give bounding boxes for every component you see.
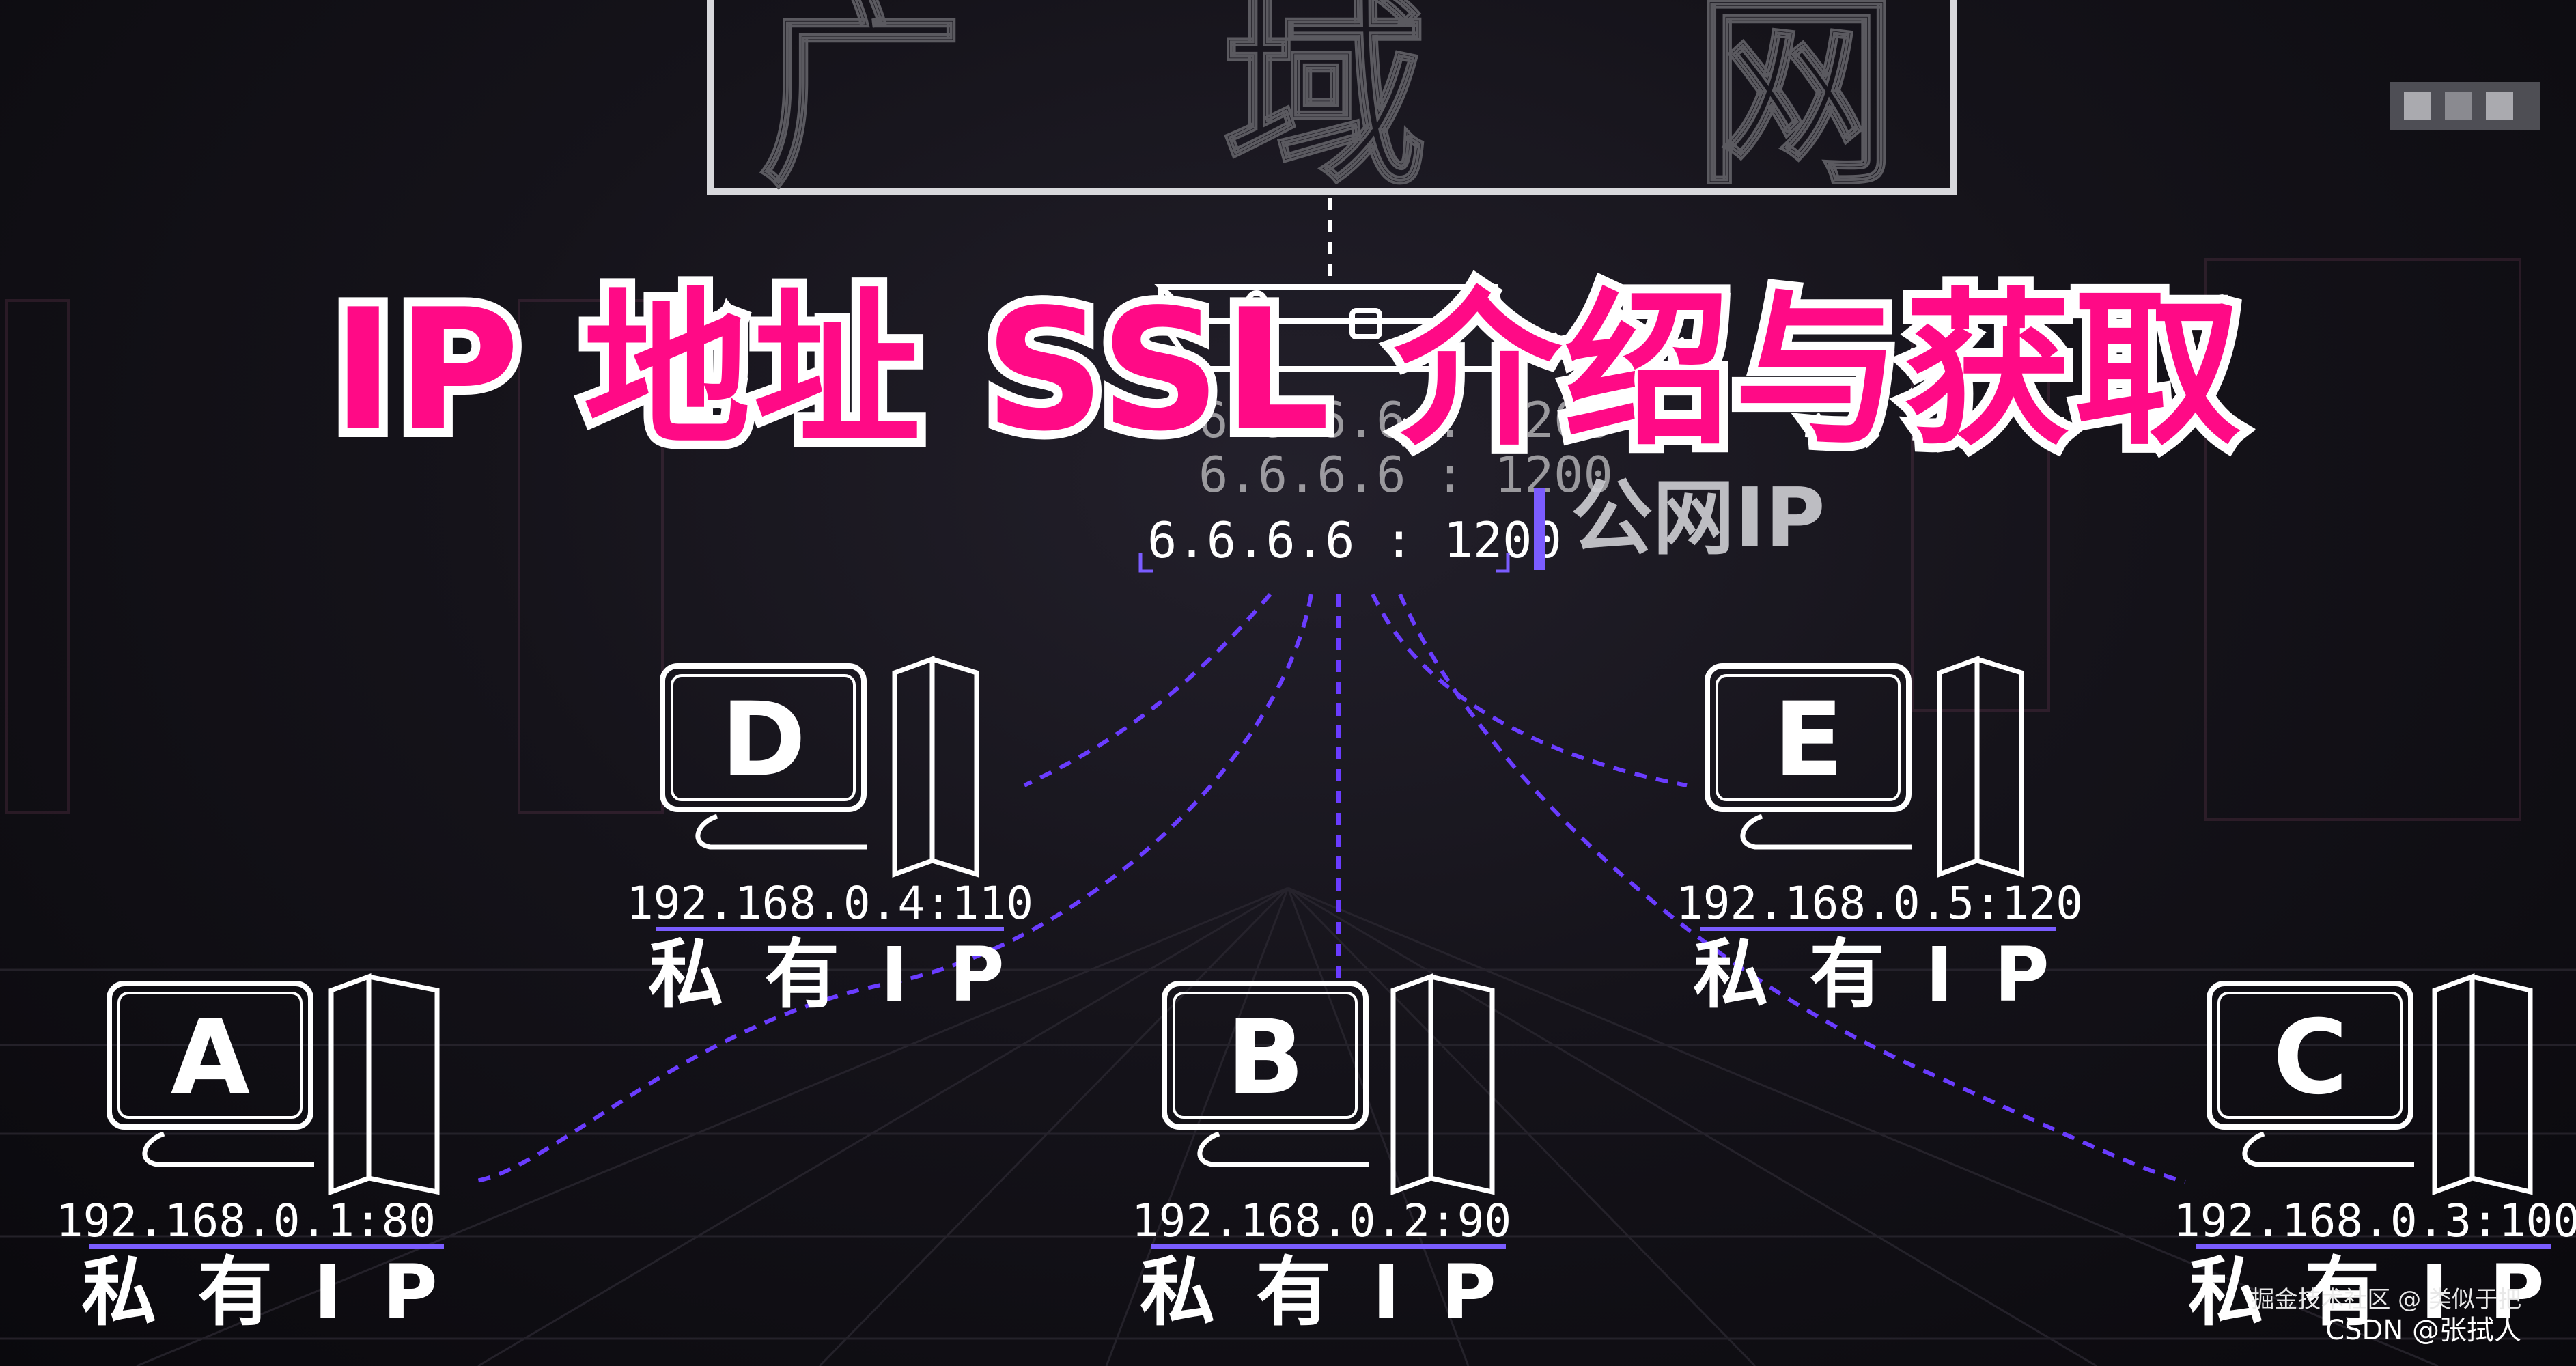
top-frame-char-2: 域 <box>1222 0 1427 212</box>
computer-ip-e: 192.168.0.5:120 <box>1676 877 2083 930</box>
blurred-logo <box>2390 82 2540 130</box>
computer-ip-d: 192.168.0.4:110 <box>626 877 1033 930</box>
floor-grid <box>0 887 2576 1366</box>
background-big-characters <box>5 258 2521 821</box>
router-ip: 6.6.6.6 : 1200 <box>1147 512 1562 569</box>
top-frame-char-3: 网 <box>1694 0 1899 212</box>
computer-label-e: 私有IP <box>1693 931 2090 1018</box>
computer-e: E 192.168.0.5:120 私有IP <box>1676 656 2090 1018</box>
computer-label-d: 私有IP <box>648 931 1046 1018</box>
computer-label-c: 私有IP <box>2188 1249 2576 1336</box>
computer-c: C 192.168.0.3:100 私有IP <box>2173 973 2576 1336</box>
router-icon <box>1154 284 1506 372</box>
computer-letter-d: D <box>721 681 807 800</box>
watermark-line-1: 掘金技术社区 @ 类似于把 <box>2251 1286 2521 1314</box>
computer-ip-a: 192.168.0.1:80 <box>56 1195 436 1247</box>
accent-bar <box>1534 488 1545 570</box>
computer-ip-b: 192.168.0.2:90 <box>1132 1195 1511 1247</box>
video-title: IP 地址 SSL 介绍与获取 <box>323 273 2250 468</box>
router-ip-faint-1: 6.6.6.6 : 1200 <box>1199 391 1613 449</box>
computer-letter-e: E <box>1774 681 1843 800</box>
public-ip-partial-label: 公网IP <box>1571 471 1825 566</box>
computer-letter-c: C <box>2273 999 2348 1117</box>
computer-label-a: 私有IP <box>81 1249 479 1336</box>
computer-b: B 192.168.0.2:90 私有IP <box>1132 973 1537 1336</box>
router-ip-group: 6.6.6.6 : 1200 6.6.6.6 : 1200 6.6.6.6 : … <box>1138 391 1825 573</box>
computer-d: D 192.168.0.4:110 私有IP <box>626 656 1046 1018</box>
computer-letter-a: A <box>171 999 250 1117</box>
computer-letter-b: B <box>1227 999 1304 1117</box>
top-frame: 广 域 网 <box>707 0 1957 214</box>
computer-ip-c: 192.168.0.3:100 <box>2173 1195 2576 1247</box>
watermark-line-2: CSDN @张拭人 <box>2325 1315 2521 1346</box>
top-frame-char-1: 广 <box>758 0 963 212</box>
connection-lines <box>471 593 2186 1184</box>
computer-a: A 192.168.0.1:80 私有IP <box>56 973 479 1336</box>
computer-label-b: 私有IP <box>1140 1249 1537 1336</box>
watermark: 掘金技术社区 @ 类似于把 CSDN @张拭人 <box>2251 1286 2521 1347</box>
